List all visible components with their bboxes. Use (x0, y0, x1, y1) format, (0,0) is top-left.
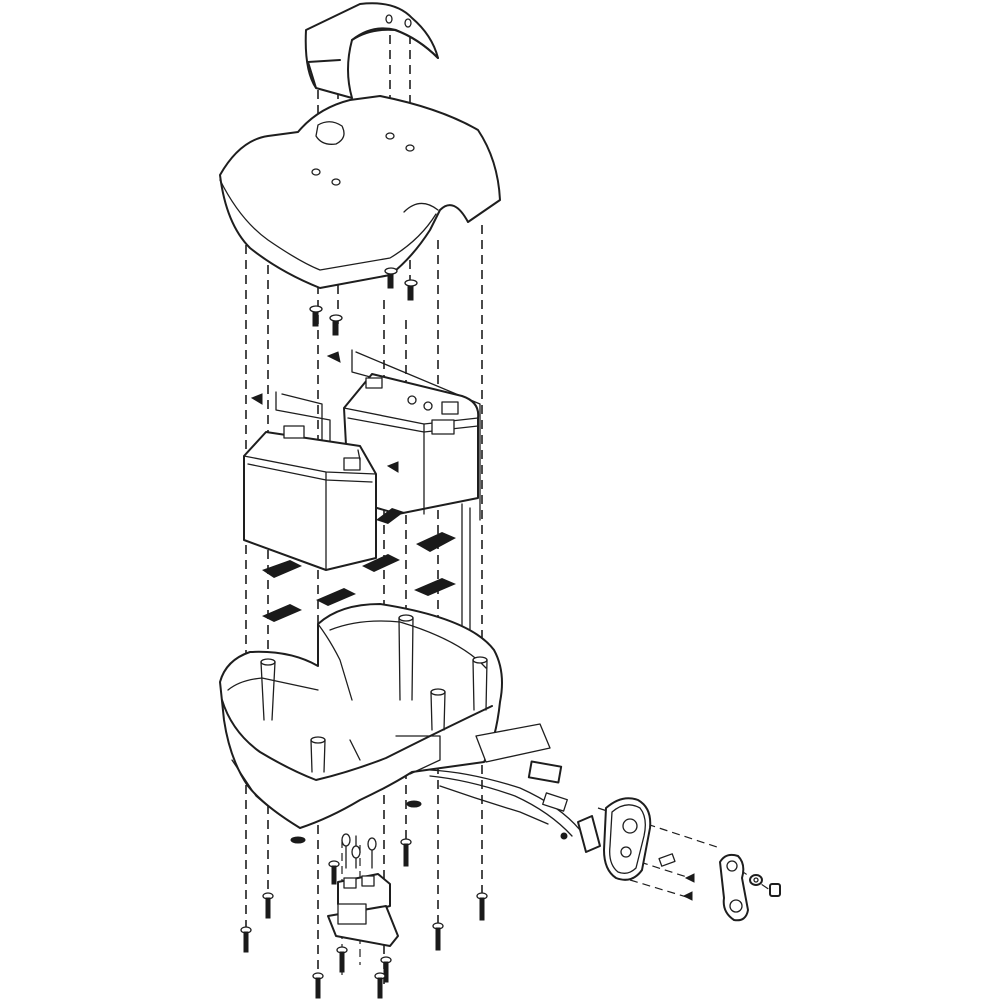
upper-cover (219, 95, 501, 289)
wiring-harness (429, 723, 581, 840)
battery-left (243, 425, 377, 571)
lower-battery-tray (219, 603, 503, 844)
battery-right (343, 373, 480, 515)
top-cap (304, 2, 439, 99)
control-module (327, 833, 399, 947)
cover-screws (250, 267, 418, 405)
lever-arm (682, 853, 781, 922)
screws-and-washers (240, 838, 488, 999)
charger-port-bezel (577, 797, 676, 881)
